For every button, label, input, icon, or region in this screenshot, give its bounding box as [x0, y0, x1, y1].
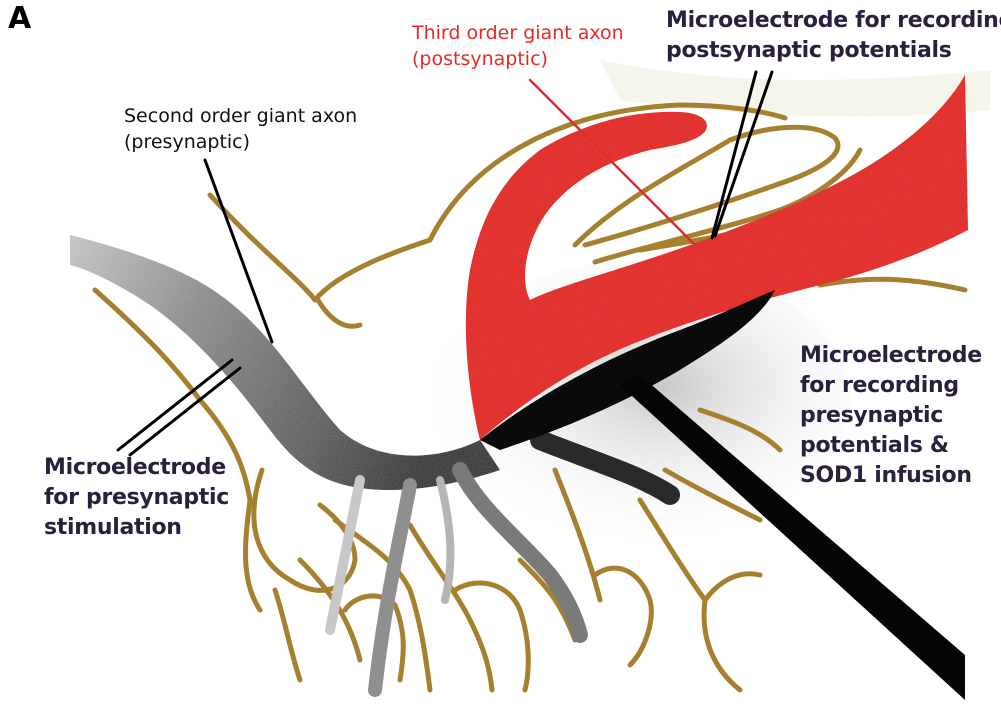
third-order-axon-label-line2: (postsynaptic) — [412, 46, 624, 72]
presynaptic-recording-electrode-label-line1: Microelectrode — [800, 341, 982, 371]
third-order-axon-label-line1: Third order giant axon — [412, 20, 624, 46]
postsynaptic-electrode-label: Microelectrode for recording postsynapti… — [666, 6, 1001, 66]
panel-letter: A — [8, 4, 31, 34]
second-order-axon-label-line1: Second order giant axon — [124, 103, 357, 129]
presynaptic-recording-electrode-label-line3: presynaptic — [800, 401, 982, 431]
presynaptic-recording-electrode-label: Microelectrode for recording presynaptic… — [800, 341, 982, 491]
postsynaptic-electrode-label-line1: Microelectrode for recording — [666, 6, 1001, 36]
postsynaptic-electrode-label-line2: postsynaptic potentials — [666, 36, 1001, 66]
third-order-axon-label: Third order giant axon (postsynaptic) — [412, 20, 624, 72]
stimulation-electrode-label: Microelectrode for presynaptic stimulati… — [44, 453, 229, 543]
second-order-axon-label-line2: (presynaptic) — [124, 129, 357, 155]
stimulation-electrode-label-line1: Microelectrode — [44, 453, 229, 483]
second-order-axon-label: Second order giant axon (presynaptic) — [124, 103, 357, 155]
stimulation-electrode-label-line3: stimulation — [44, 513, 229, 543]
presynaptic-recording-electrode-label-line2: for recording — [800, 371, 982, 401]
leader-stimulation-electrode-a — [118, 360, 232, 450]
stimulation-electrode-label-line2: for presynaptic — [44, 483, 229, 513]
presynaptic-recording-electrode-label-line5: SOD1 infusion — [800, 461, 982, 491]
presynaptic-recording-electrode-label-line4: potentials & — [800, 431, 982, 461]
